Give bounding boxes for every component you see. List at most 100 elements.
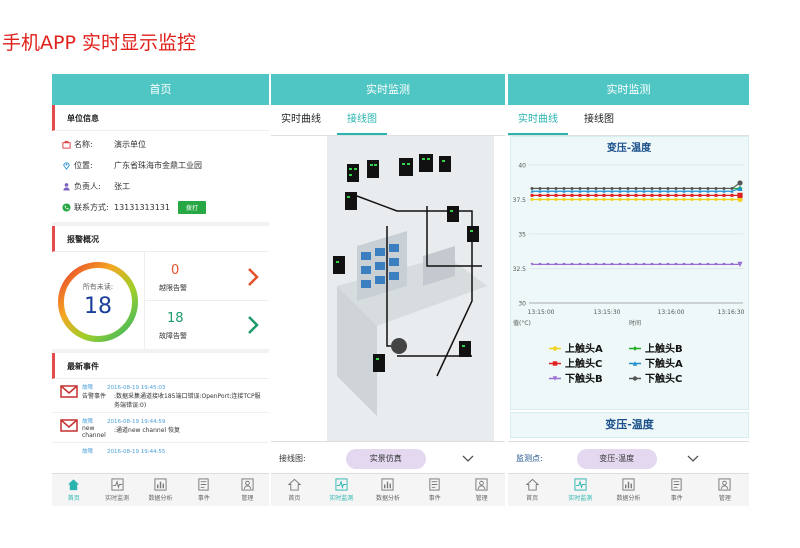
nav-manage-label: 管理 bbox=[718, 495, 731, 502]
wiring-screen: 实时监测 实时曲线 接线图 bbox=[271, 74, 505, 506]
curve-header: 实时监测 bbox=[508, 74, 749, 105]
tab-realtime-curve[interactable]: 实时曲线 bbox=[281, 114, 321, 125]
user-manage-icon bbox=[718, 478, 731, 491]
nav-analysis-label: 数据分析 bbox=[616, 495, 641, 502]
data-point bbox=[618, 186, 622, 190]
unit-phone-row: 联系方式: 13131313131 拨打 bbox=[52, 197, 269, 218]
nav-analysis[interactable]: 数据分析 bbox=[604, 474, 652, 506]
nav-manage-label: 管理 bbox=[241, 495, 254, 502]
data-point bbox=[602, 198, 606, 201]
bottom-nav: 首页 实时监测 数据分析 事件 管理 bbox=[52, 473, 269, 506]
data-point bbox=[554, 193, 558, 197]
monitor-point-pill[interactable]: 变压-温度 bbox=[576, 448, 657, 469]
nav-events[interactable]: 事件 bbox=[182, 474, 225, 506]
legend-marker bbox=[632, 361, 638, 366]
data-point bbox=[714, 198, 718, 201]
nav-home[interactable]: 首页 bbox=[508, 474, 556, 506]
data-point bbox=[650, 193, 654, 197]
data-point bbox=[562, 262, 566, 266]
legend-label: 上触头C bbox=[565, 357, 602, 370]
data-point bbox=[530, 186, 534, 190]
data-point bbox=[722, 186, 726, 190]
tab-wiring-diagram[interactable]: 接线图 bbox=[337, 105, 387, 135]
fault-alarm-item[interactable]: 18 故障告警 bbox=[145, 301, 269, 349]
home-icon bbox=[287, 478, 301, 491]
data-point bbox=[626, 198, 630, 201]
data-point bbox=[642, 262, 646, 266]
curve-tabs: 实时曲线 接线图 bbox=[508, 105, 749, 136]
event-tag: 故障 bbox=[82, 419, 94, 425]
nav-monitor[interactable]: 实时监测 bbox=[556, 474, 604, 506]
data-point bbox=[682, 198, 686, 201]
data-point bbox=[586, 198, 590, 201]
wiring-diagram-image[interactable] bbox=[327, 136, 494, 442]
nav-analysis[interactable]: 数据分析 bbox=[365, 474, 412, 506]
data-point bbox=[658, 262, 662, 266]
data-point bbox=[650, 262, 654, 266]
nav-home[interactable]: 首页 bbox=[271, 474, 318, 506]
overlimit-label: 越限告警 bbox=[159, 284, 187, 292]
data-point bbox=[530, 262, 534, 266]
data-point bbox=[666, 186, 670, 190]
data-point bbox=[546, 186, 550, 190]
overlimit-count: 0 bbox=[171, 263, 180, 278]
home-icon bbox=[525, 478, 539, 491]
overlimit-alarm-item[interactable]: 0 越限告警 bbox=[145, 252, 269, 301]
nav-monitor[interactable]: 实时监测 bbox=[95, 474, 138, 506]
data-point bbox=[626, 262, 630, 266]
data-point bbox=[554, 198, 558, 201]
tab-wiring-diagram[interactable]: 接线图 bbox=[584, 114, 614, 125]
data-point bbox=[578, 189, 582, 193]
data-point bbox=[546, 198, 550, 201]
legend-label: 下触头B bbox=[565, 372, 603, 385]
fault-count: 18 bbox=[167, 311, 184, 326]
gauge-value: 18 bbox=[84, 294, 112, 319]
event-time: 2016-08-19 19:45:03 bbox=[107, 385, 166, 391]
chevron-down-icon[interactable] bbox=[687, 455, 699, 463]
monitor-point-label: 监测点: bbox=[516, 454, 543, 463]
wiring-tabs: 实时曲线 接线图 bbox=[271, 105, 505, 136]
data-point bbox=[594, 262, 598, 266]
data-point bbox=[618, 189, 622, 193]
y-axis-label: 值(°C) bbox=[513, 319, 531, 327]
data-point bbox=[730, 189, 734, 193]
chevron-down-icon[interactable] bbox=[462, 455, 474, 463]
unit-name-value: 演示单位 bbox=[114, 140, 146, 149]
wiring-selector-label: 接线图: bbox=[279, 454, 306, 463]
data-point bbox=[650, 186, 654, 190]
data-point bbox=[674, 186, 678, 190]
nav-manage[interactable]: 管理 bbox=[226, 474, 269, 506]
nav-home[interactable]: 首页 bbox=[52, 474, 95, 506]
data-point bbox=[586, 193, 590, 197]
call-button[interactable]: 拨打 bbox=[178, 201, 207, 214]
bar-chart-icon bbox=[154, 478, 167, 491]
unread-gauge[interactable]: 所有未读: 18 bbox=[52, 252, 145, 349]
scene-simulation-pill[interactable]: 实景仿真 bbox=[345, 448, 426, 469]
nav-manage[interactable]: 管理 bbox=[458, 474, 505, 506]
unit-manager-label: 负责人: bbox=[74, 182, 101, 191]
data-point bbox=[594, 193, 598, 197]
nav-analysis[interactable]: 数据分析 bbox=[139, 474, 182, 506]
data-point bbox=[554, 262, 558, 266]
data-point bbox=[562, 198, 566, 201]
nav-manage[interactable]: 管理 bbox=[701, 474, 749, 506]
unit-manager-row: 负责人: 张工 bbox=[52, 176, 269, 197]
data-point bbox=[737, 196, 743, 203]
legend-label: 上触头A bbox=[565, 342, 603, 355]
data-point bbox=[570, 262, 574, 266]
nav-events[interactable]: 事件 bbox=[411, 474, 458, 506]
data-point bbox=[626, 193, 630, 197]
data-point bbox=[554, 189, 558, 193]
nav-events[interactable]: 事件 bbox=[653, 474, 701, 506]
event-name: new channel bbox=[82, 425, 106, 439]
data-point bbox=[690, 186, 694, 190]
data-point bbox=[642, 189, 646, 193]
unit-phone-label: 联系方式: bbox=[74, 203, 109, 212]
tab-realtime-curve[interactable]: 实时曲线 bbox=[508, 105, 568, 135]
nav-home-label: 首页 bbox=[288, 495, 301, 502]
nav-monitor[interactable]: 实时监测 bbox=[318, 474, 365, 506]
